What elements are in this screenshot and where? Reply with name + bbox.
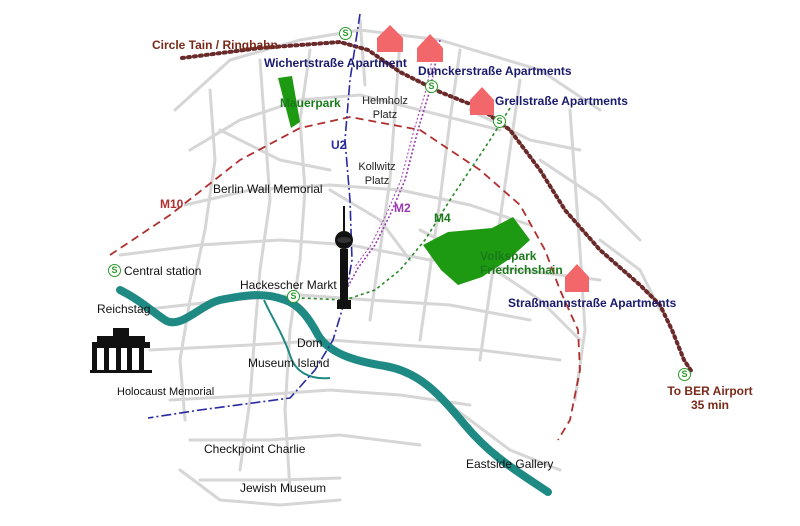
ringbahn-label: Circle Tain / Ringbahn	[152, 38, 278, 52]
sbahn-icon: S	[287, 290, 300, 303]
sbahn-icon: S	[425, 80, 438, 93]
checkpoint-charlie-label: Checkpoint Charlie	[204, 442, 306, 456]
wichertstrasse-apartment-label: Wichertstraße Apartment	[264, 56, 407, 70]
kollwitzplatz-line2: Platz	[364, 175, 390, 187]
m2-label: M2	[394, 201, 411, 215]
sbahn-icon: S	[108, 264, 121, 277]
helmholzplatz-line1: Helmholz	[362, 95, 408, 107]
dunckerstrasse-apartments-label: Dunckerstraße Apartments	[418, 64, 572, 78]
volkspark-line1: Volkspark	[480, 249, 537, 263]
kollwitzplatz-line1: Kollwitz	[358, 161, 396, 173]
central-station-label: Central station	[124, 264, 202, 278]
volkspark-area	[423, 217, 530, 285]
ber-airport-label: To BER Airport 35 min	[655, 384, 765, 412]
ber-airport-line2: 35 min	[690, 398, 729, 412]
hackescher-markt-label: Hackescher Markt	[240, 278, 337, 292]
house-icon	[417, 34, 443, 62]
kollwitzplatz-label: Kollwitz Platz	[352, 160, 402, 188]
mauerpark-label: Mauerpark	[280, 96, 341, 110]
helmholzplatz-line2: Platz	[372, 109, 398, 121]
brandenburg-gate-icon	[90, 328, 152, 373]
m4-line	[299, 107, 511, 301]
mauerpark-area	[278, 76, 300, 128]
ringbahn-line	[180, 39, 694, 374]
ber-airport-line1: To BER Airport	[667, 384, 753, 398]
house-icon	[377, 25, 403, 52]
strassmannstrasse-apartments-label: Straßmannstraße Apartments	[508, 296, 677, 310]
m10-line	[109, 116, 581, 441]
sbahn-icon: S	[339, 27, 352, 40]
volkspark-line2: Friedrichshain	[480, 263, 563, 277]
museum-island-label: Museum Island	[248, 356, 330, 370]
sbahn-icon: S	[493, 115, 506, 128]
helmholzplatz-label: Helmholz Platz	[360, 94, 410, 122]
volkspark-friedrichshain-label: Volkspark Friedrichshain	[480, 249, 563, 277]
river-spree	[116, 286, 552, 496]
tv-tower-icon	[335, 206, 353, 309]
jewish-museum-label: Jewish Museum	[240, 481, 327, 495]
eastside-gallery-label: Eastside Gallery	[466, 457, 554, 471]
reichstag-label: Reichstag	[97, 302, 151, 316]
u2-line	[147, 13, 361, 419]
m4-label: M4	[434, 211, 451, 225]
house-icon	[565, 264, 589, 292]
dom-label: Dom	[297, 336, 323, 350]
sbahn-icon: S	[678, 368, 691, 381]
berlin-wall-memorial-label: Berlin Wall Memorial	[213, 182, 323, 196]
grellstrasse-apartments-label: Grellstraße Apartments	[495, 94, 628, 108]
holocaust-memorial-label: Holocaust Memorial	[117, 386, 215, 398]
house-icon	[470, 87, 494, 115]
street-network	[118, 18, 662, 507]
m10-label: M10	[160, 197, 184, 211]
m2-line-inner	[353, 39, 437, 269]
m2-line	[344, 39, 441, 293]
u2-label: U2	[331, 138, 347, 152]
